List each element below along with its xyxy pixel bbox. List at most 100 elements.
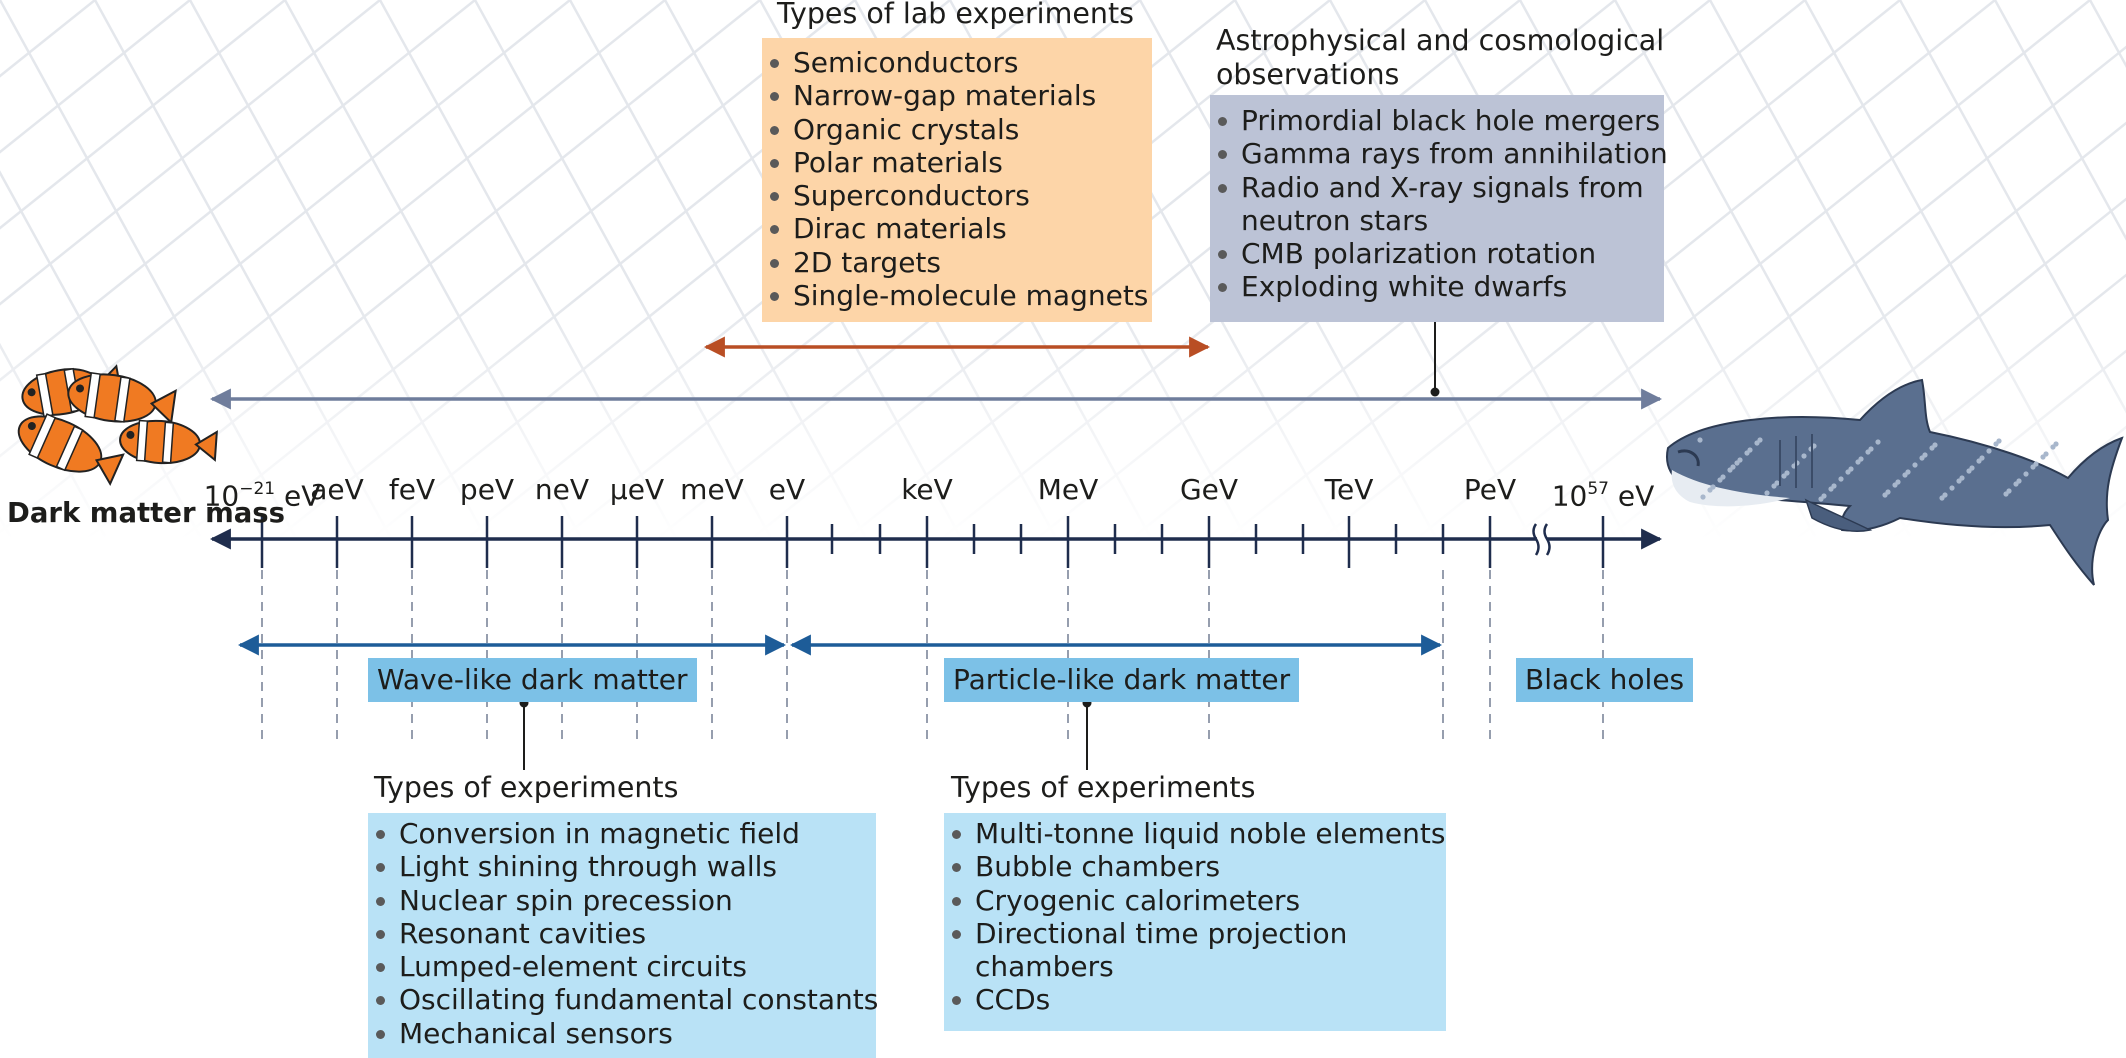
lab-experiment-item-text: 2D targets (793, 245, 941, 279)
tick-label-mega: MeV (1037, 473, 1099, 506)
astro-observation-item: Gamma rays from annihilation (1210, 137, 1668, 170)
wave-experiment-item: Nuclear spin precession (368, 884, 876, 917)
lab-experiment-item: 2D targets (762, 246, 1152, 279)
bullet-icon (376, 929, 385, 939)
bullet-icon (770, 92, 779, 102)
wave-experiment-item: Lumped-element circuits (368, 950, 876, 983)
particle-experiment-item-text: Bubble chambers (975, 850, 1221, 884)
lab-experiment-item-text: Narrow-gap materials (793, 79, 1097, 113)
dashed-guides (261, 570, 1604, 740)
tick-label-femto: feV (388, 473, 436, 506)
wave-experiment-item: Conversion in magnetic field (368, 817, 876, 850)
tick-label-micro: µeV (609, 473, 665, 506)
particle-experiment-item: CCDs (944, 983, 1446, 1016)
wave-experiment-item: Light shining through walls (368, 850, 876, 883)
bullet-icon (770, 125, 779, 135)
lab-heading: Types of lab experiments (777, 0, 1134, 30)
bullet-icon (952, 830, 961, 839)
lab-experiment-item: Dirac materials (762, 212, 1152, 245)
bullet-icon (1218, 117, 1227, 126)
tick-label-base: 10 (203, 479, 240, 513)
bullet-icon (1218, 183, 1227, 193)
bullet-icon (952, 896, 961, 906)
tick-label-yocto: 10−21 eV (204, 474, 321, 512)
tick-label-unit: eV (1609, 479, 1655, 513)
bullet-icon (376, 996, 385, 1006)
astro-observation-item-text: Exploding white dwarfs (1241, 270, 1568, 304)
wave-experiment-item-text: Mechanical sensors (399, 1016, 673, 1050)
particle-experiment-item: Directional time projection (944, 917, 1446, 950)
particle-experiment-item-text: Cryogenic calorimeters (975, 883, 1301, 917)
axis-title: Dark matter mass (7, 497, 286, 529)
whale-shark-icon (1666, 378, 2124, 586)
bullet-icon (376, 863, 385, 873)
wave-experiment-item: Resonant cavities (368, 917, 876, 950)
tick-label-solar: 1057 eV (1552, 474, 1655, 512)
bullet-icon (1218, 150, 1227, 160)
tick-label-exponent: 57 (1587, 479, 1609, 499)
particle-experiments-heading: Types of experiments (951, 771, 1256, 804)
astro-observation-item: Radio and X-ray signals from (1210, 171, 1664, 204)
tick-label-peta: PeV (1463, 473, 1517, 506)
astro-heading-line1: Astrophysical and cosmological (1216, 24, 1665, 57)
astro-observation-item-text: Gamma rays from annihilation (1241, 137, 1668, 171)
particle-experiment-item-text: CCDs (975, 983, 1051, 1017)
wave-experiment-item-text: Light shining through walls (399, 850, 777, 884)
lab-experiment-item: Narrow-gap materials (762, 79, 1152, 112)
tick-label-ev: eV (768, 473, 806, 506)
bullet-icon (1218, 283, 1227, 293)
bullet-icon (770, 225, 779, 235)
bullet-icon (770, 158, 779, 168)
astro-observation-item-text: Primordial black hole mergers (1241, 104, 1661, 137)
astro-observation-item: neutron stars (1210, 204, 1664, 237)
lab-experiment-item: Polar materials (762, 146, 1152, 179)
axis-ticks (260, 516, 1605, 568)
particle-like-band: Particle-like dark matter (944, 658, 1300, 702)
tick-label-tera: TeV (1324, 473, 1374, 506)
tick-label-atto: aeV (310, 473, 364, 506)
wave-experiment-item: Oscillating fundamental constants (368, 983, 879, 1017)
bullet-icon (770, 258, 779, 268)
astro-observation-item: Primordial black hole mergers (1210, 104, 1664, 137)
astro-observation-item-text: Radio and X-ray signals from (1241, 170, 1644, 204)
tick-label-base: 10 (1551, 479, 1588, 513)
bullet-icon (376, 963, 385, 973)
bullet-icon (952, 929, 961, 939)
astro-heading-line2: observations (1216, 58, 1400, 91)
particle-experiment-item-text: chambers (975, 950, 1114, 984)
wave-experiment-item-text: Oscillating fundamental constants (399, 983, 879, 1017)
wave-like-band: Wave-like dark matter (368, 658, 697, 702)
clownfish-icon (17, 364, 218, 487)
lab-experiment-item: Organic crystals (762, 113, 1152, 146)
tick-label-giga: GeV (1179, 473, 1239, 506)
lab-experiment-item-text: Organic crystals (793, 112, 1020, 146)
astro-observation-item: CMB polarization rotation (1210, 237, 1664, 270)
wave-experiment-item-text: Lumped-element circuits (399, 950, 747, 984)
wave-experiment-item-text: Conversion in magnetic field (399, 817, 800, 850)
lab-experiment-item: Semiconductors (762, 46, 1152, 79)
bullet-icon (376, 830, 385, 839)
particle-experiment-item-text: Multi-tonne liquid noble elements (975, 817, 1446, 850)
axis-break-icon (1532, 520, 1551, 558)
particle-experiment-item: Cryogenic calorimeters (944, 884, 1446, 917)
particle-experiment-item: Multi-tonne liquid noble elements (944, 817, 1446, 850)
bullet-icon (770, 292, 779, 302)
astro-connector-dot (1430, 387, 1440, 397)
tick-label-exponent: −21 (239, 479, 276, 499)
bullet-icon (1218, 250, 1227, 260)
astro-observation-item-text: CMB polarization rotation (1241, 237, 1597, 271)
wave-experiment-item-text: Nuclear spin precession (399, 883, 733, 917)
particle-experiment-item: Bubble chambers (944, 850, 1446, 883)
bullet-icon (952, 863, 961, 873)
bullet-icon (376, 896, 385, 906)
lab-experiment-item-text: Single-molecule magnets (793, 279, 1149, 313)
bullet-icon (952, 996, 961, 1006)
